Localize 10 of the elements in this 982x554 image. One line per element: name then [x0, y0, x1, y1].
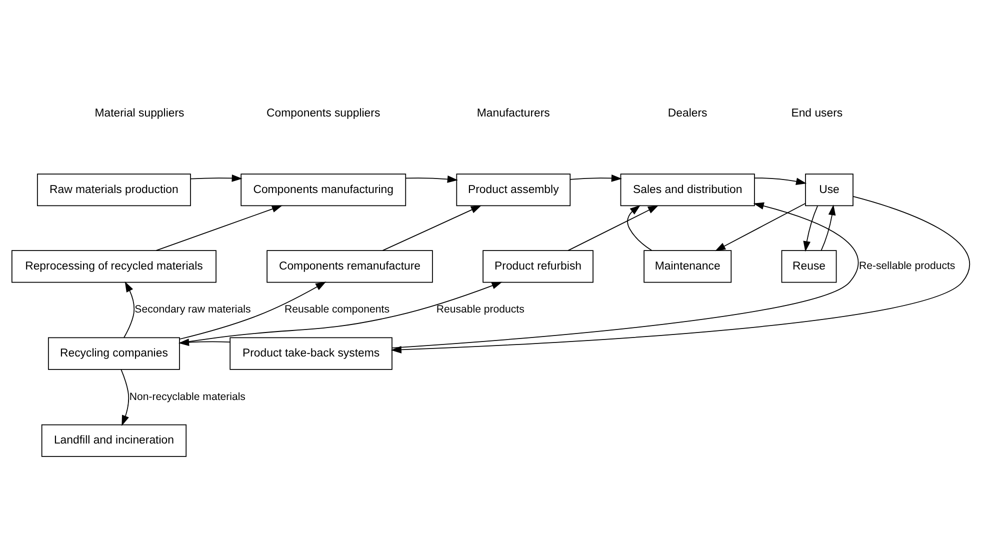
label: Material suppliers	[94, 107, 184, 120]
edge-label: Reusable components	[284, 304, 390, 316]
label: Components suppliers	[266, 107, 380, 120]
label: Dealers	[668, 107, 708, 120]
edge-label: Secondary raw materials	[134, 304, 251, 316]
edge-label: Non-recyclable materials	[129, 390, 246, 403]
edge-label: Reusable products	[436, 304, 524, 316]
label: Manufacturers	[476, 107, 550, 120]
edge-label: Re-sellable products	[859, 260, 956, 272]
label: End users	[791, 107, 843, 120]
